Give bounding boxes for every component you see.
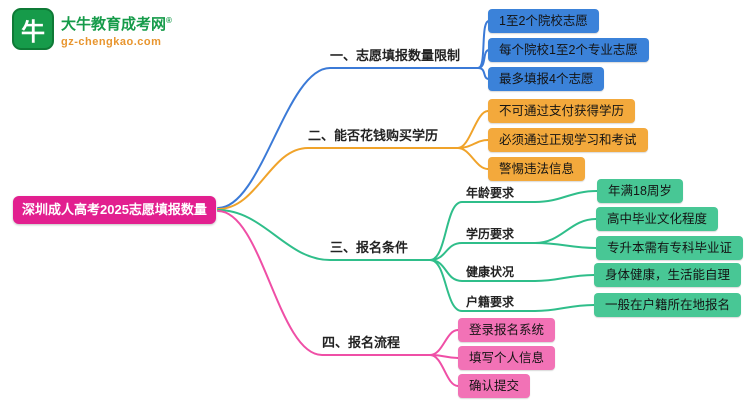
branch-2-leaf-1: 不可通过支付获得学历 [488,99,636,123]
branch-3-sub-1-line [429,201,536,261]
branch-3-leaf-1-line [534,190,598,203]
trademark-mark: ® [166,16,172,25]
branch-2-leaf-2-line [457,139,489,149]
branch-1-leaf-3-line [477,67,490,80]
root-node: 深圳成人高考2025志愿填报数量 [13,196,216,224]
branch-3-sub-1-label: 年龄要求 [466,186,515,200]
branch-3-sub-4-label: 户籍要求 [466,295,515,309]
branch-1-label: 一、志愿填报数量限制 [330,48,461,63]
logo-domain: gz-chengkao.com [61,36,162,48]
branch-3-sub-2-label: 学历要求 [466,227,515,241]
logo-text: 大牛教育成考网® gz-chengkao.com [61,8,172,49]
branch-4-leaf-1-line [429,329,459,356]
branch-3-leaf-5-line [534,304,595,312]
branch-3-leaf-1: 年满18周岁 [597,179,683,203]
branch-2-line [217,147,459,210]
branch-3-leaf-4: 身体健康，生活能自理 [594,263,742,287]
logo-title-text: 大牛教育成考网 [61,16,167,33]
branch-1-leaf-2: 每个院校1至2个专业志愿 [488,38,649,62]
branch-3-leaf-2-line [534,218,597,244]
branch-3-leaf-4-line [534,274,595,282]
branch-4-label: 四、报名流程 [322,335,401,350]
branch-2-leaf-2: 必须通过正规学习和考试 [488,128,648,152]
branch-2-leaf-1-line [457,110,489,149]
branch-3-sub-4-line [429,259,536,312]
branch-3-leaf-5: 一般在户籍所在地报名 [594,293,742,317]
branch-3-leaf-2: 高中毕业文化程度 [596,207,719,231]
branch-3-label: 三、报名条件 [330,240,409,255]
branch-1-leaf-3: 最多填报4个志愿 [488,67,605,91]
branch-3-sub-3-label: 健康状况 [466,265,515,279]
branch-4-leaf-2: 填写个人信息 [458,346,556,370]
branch-3-leaf-3: 专升本需有专科毕业证 [596,236,744,260]
branch-4-line [217,210,431,356]
branch-4-leaf-3-line [429,354,459,387]
branch-1-leaf-1: 1至2个院校志愿 [488,9,599,33]
branch-3-line [217,209,431,261]
branch-2-leaf-3-line [457,147,489,170]
branch-2-label: 二、能否花钱购买学历 [308,128,439,143]
branch-4-leaf-1: 登录报名系统 [458,318,556,342]
site-logo[interactable]: 牛 大牛教育成考网® gz-chengkao.com [12,8,172,50]
branch-3-leaf-3-line [534,242,597,249]
branch-4-leaf-3: 确认提交 [458,374,531,398]
branch-3-sub-2-line [429,242,536,261]
logo-title: 大牛教育成考网® [61,11,172,35]
logo-bull-icon: 牛 [12,8,54,50]
branch-1-line [217,67,479,209]
branch-2-leaf-3: 警惕违法信息 [488,157,586,181]
